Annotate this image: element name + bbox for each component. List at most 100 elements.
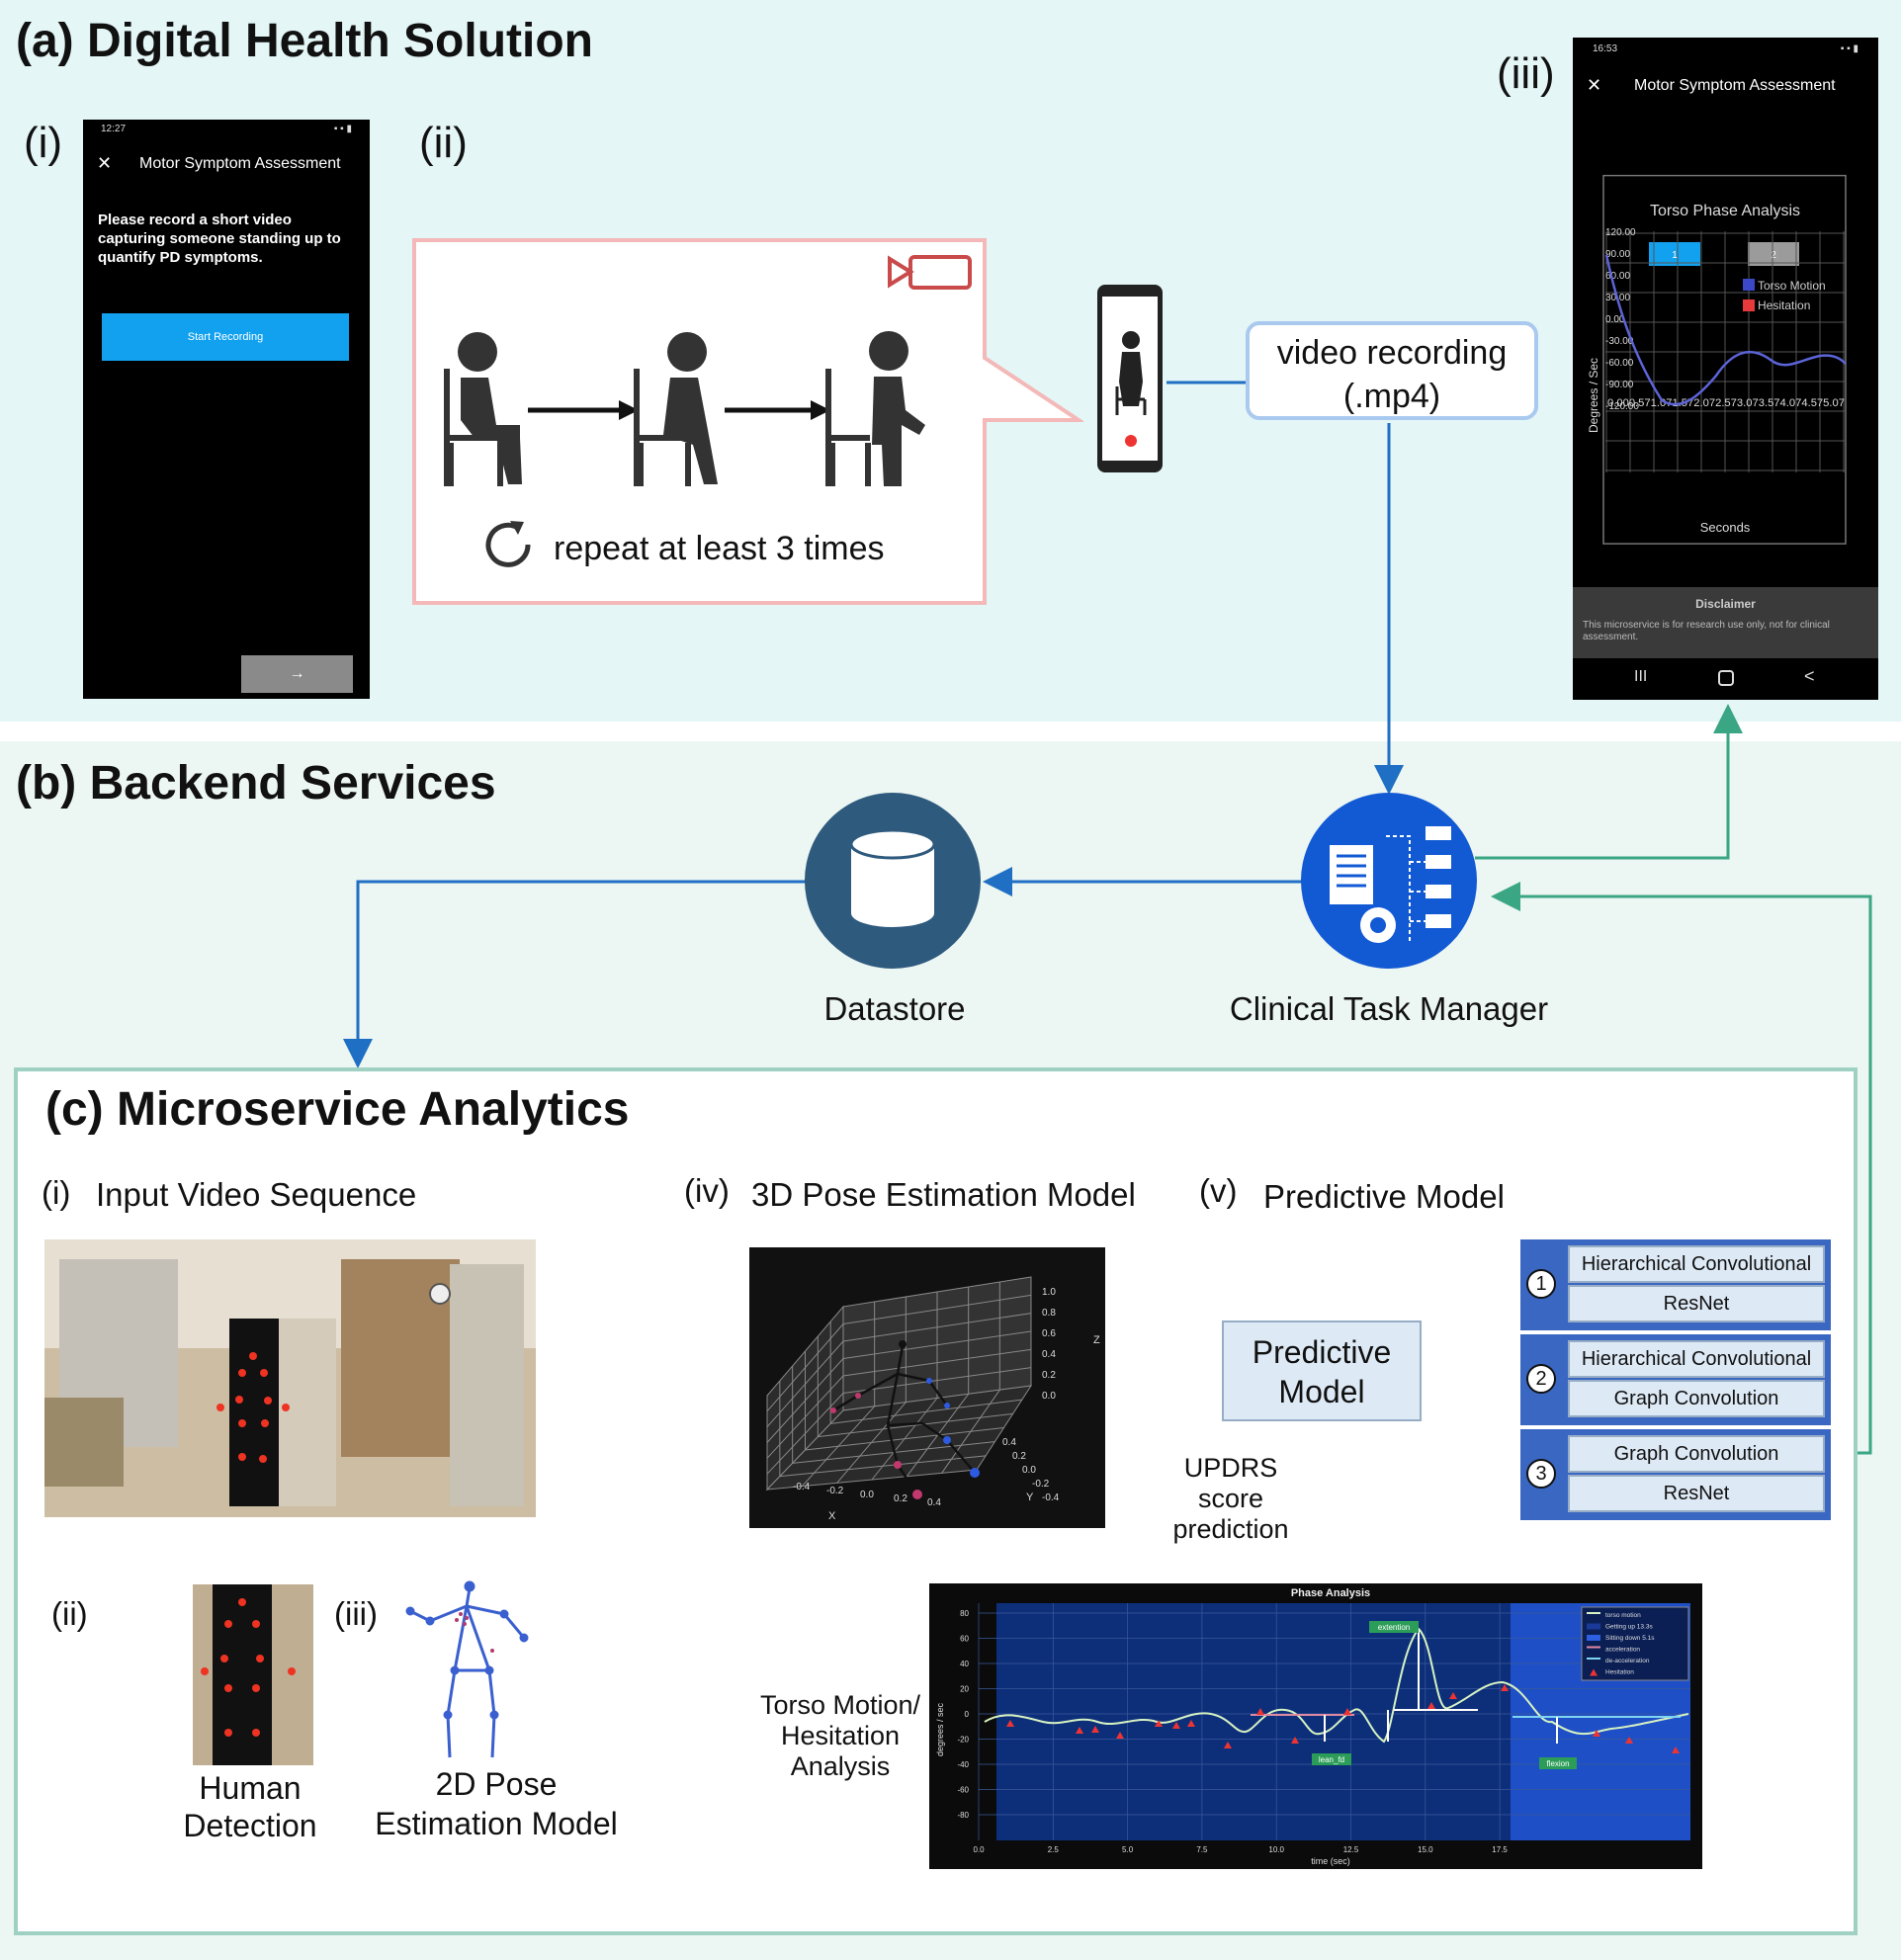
repeat-text: repeat at least 3 times	[554, 530, 885, 567]
pose-2d-skeleton	[405, 1580, 529, 1758]
phone-screen-record: 12:27 ▪ ▪ ▮ ✕ Motor Symptom Assessment P…	[83, 120, 370, 699]
close-icon[interactable]: ✕	[1587, 75, 1602, 95]
x-tick-label: -0.4	[793, 1482, 811, 1492]
y-tick-label: -80	[957, 1811, 969, 1820]
next-button[interactable]: →	[241, 655, 353, 693]
x-tick-label: 7.5	[1196, 1845, 1208, 1854]
legend-hesitation-swatch	[1743, 299, 1755, 311]
model-2-bottom: Graph Convolution	[1568, 1380, 1825, 1417]
x-tick-labels: 0.000.571.071.572.072.573.073.574.074.57…	[1607, 397, 1845, 409]
person-rising-icon	[634, 332, 718, 486]
legend-swatch	[1587, 1612, 1600, 1614]
tab-2-label: 2	[1771, 250, 1776, 261]
c-v-num: (v)	[1199, 1172, 1238, 1209]
y-tick-label: 60.00	[1605, 271, 1630, 282]
y-tick-label: -120.00	[1605, 401, 1639, 412]
grid-line	[766, 1393, 844, 1475]
c-ii-num: (ii)	[51, 1595, 88, 1632]
legend-torso-swatch	[1743, 279, 1755, 291]
model-option-2: 2 Hierarchical Convolutional Graph Convo…	[1520, 1334, 1831, 1425]
input-video-frame	[44, 1239, 536, 1517]
y-tick-label: -0.4	[1042, 1492, 1060, 1503]
status-time: 12:27	[101, 124, 127, 134]
tab-2[interactable]	[1748, 242, 1799, 266]
torso-motion-line	[984, 1627, 1689, 1744]
y-tick-label: -30.00	[1605, 336, 1634, 347]
human-detection-crop	[193, 1584, 313, 1765]
x-tick-label: 17.5	[1492, 1845, 1508, 1854]
model-3-top: Graph Convolution	[1568, 1435, 1825, 1473]
person-standing-icon	[825, 331, 925, 486]
legend-swatch	[1587, 1635, 1600, 1641]
x-axis-label: Seconds	[1700, 520, 1751, 535]
x-axis-label: X	[828, 1510, 836, 1522]
legend-swatch	[1587, 1623, 1600, 1630]
model-1-bottom: ResNet	[1568, 1285, 1825, 1322]
tag-flexion: flexion	[1546, 1759, 1569, 1768]
disclaimer-title: Disclaimer	[1695, 597, 1756, 611]
x-tick-label: 0.0	[973, 1845, 985, 1854]
panel-a-ii-label: (ii)	[419, 119, 468, 167]
z-tick-label: 0.6	[1042, 1328, 1056, 1339]
z-tick-label: 0.0	[1042, 1391, 1056, 1402]
y-tick-label: 0.4	[1002, 1437, 1016, 1448]
legend-label: acceleration	[1605, 1647, 1640, 1654]
grid-line	[941, 1389, 1000, 1474]
y-tick-label: 60	[960, 1635, 969, 1644]
person-sitting-icon	[444, 332, 522, 486]
model-1-top: Hierarchical Convolutional	[1568, 1245, 1825, 1283]
x-tick-label: 2.5	[1048, 1845, 1060, 1854]
panel-a-iii-label: (iii)	[1497, 49, 1555, 98]
section-a-title: (a) Digital Health Solution	[16, 15, 593, 67]
task-manager-label: Clinical Task Manager	[1229, 990, 1549, 1027]
close-icon[interactable]: ✕	[97, 153, 113, 173]
option-number-2: 2	[1526, 1364, 1556, 1394]
nav-back-button[interactable]: <	[1804, 666, 1815, 686]
x-tick-label: 10.0	[1268, 1845, 1284, 1854]
status-icons: ▪ ▪ ▮	[1840, 43, 1858, 54]
tab-1[interactable]	[1649, 242, 1700, 266]
grid-line	[842, 1367, 1032, 1394]
x-tick-label: -0.2	[826, 1486, 844, 1496]
recording-callout	[412, 238, 1083, 605]
legend-swatch	[1587, 1658, 1600, 1660]
legend-torso-label: Torso Motion	[1758, 279, 1826, 293]
y-tick-label: 80	[960, 1609, 969, 1618]
y-tick-label: 0.0	[1022, 1465, 1036, 1476]
updrs-label: UPDRS score prediction	[1172, 1453, 1289, 1544]
c-iv-label: 3D Pose Estimation Model	[751, 1176, 1136, 1213]
phone-title: Motor Symptom Assessment	[139, 155, 341, 172]
y-tick-label: 40	[960, 1660, 969, 1668]
model-2-top: Hierarchical Convolutional	[1568, 1340, 1825, 1378]
datastore-label: Datastore	[823, 990, 966, 1027]
repeat-icon	[485, 521, 531, 567]
instruction-text: Please record a short video capturing so…	[98, 212, 341, 266]
datastore-icon	[805, 793, 981, 969]
predictive-model-box: Predictive Model	[1222, 1321, 1422, 1421]
nav-home-button[interactable]	[1718, 670, 1734, 686]
y-tick-label: 0	[965, 1710, 970, 1719]
start-recording-button[interactable]: Start Recording	[102, 313, 349, 361]
legend-swatch	[1587, 1646, 1600, 1649]
z-axis-label: Z	[1093, 1334, 1100, 1346]
arrow-right-icon	[725, 400, 830, 420]
c-i-num: (i)	[42, 1174, 71, 1211]
disclaimer-text: This microservice is for research use on…	[1583, 620, 1830, 642]
torso-motion-curve	[1604, 254, 1847, 406]
tag-extention: extention	[1378, 1623, 1410, 1632]
legend-label: Sitting down 5.1s	[1605, 1635, 1655, 1642]
option-number-1: 1	[1526, 1269, 1556, 1299]
x-tick-label: 12.5	[1343, 1845, 1359, 1854]
x-tick-label: 15.0	[1418, 1845, 1433, 1854]
chart-title: Torso Phase Analysis	[1650, 203, 1800, 219]
nav-recent-button[interactable]: III	[1634, 668, 1648, 685]
y-tick-label: -60.00	[1605, 358, 1634, 369]
torso-analysis-label: Torso Motion/ Hesitation Analysis	[759, 1690, 921, 1781]
y-tick-label: -20	[957, 1736, 969, 1745]
hesitation-markers	[1006, 1684, 1680, 1753]
